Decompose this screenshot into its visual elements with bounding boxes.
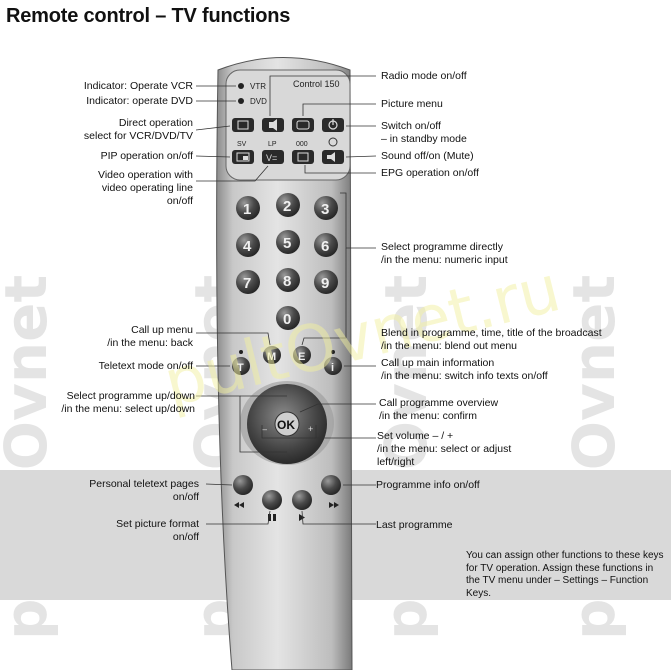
label-programme-info: Programme info on/off xyxy=(376,479,480,491)
digit-keypad: 1 2 3 4 5 6 7 8 9 0 xyxy=(236,193,338,330)
label-pip: PIP operation on/off xyxy=(100,150,193,162)
svg-text:+: + xyxy=(308,424,313,434)
label-video-operation: Video operation with video operating lin… xyxy=(98,169,193,207)
digit-7: 7 xyxy=(243,275,251,292)
last-programme-key xyxy=(292,490,312,510)
video-button xyxy=(262,150,284,164)
digit-4: 4 xyxy=(243,238,252,255)
label-main-information: Call up main information /in the menu: s… xyxy=(381,357,548,382)
e-key: E xyxy=(298,351,305,363)
digit-6: 6 xyxy=(321,238,329,255)
indicator-dvd-label: DVD xyxy=(250,97,267,106)
label-switch-onoff: Switch on/off – in standby mode xyxy=(381,120,467,145)
label-programme-updown: Select programme up/down /in the menu: s… xyxy=(61,390,195,415)
digit-2: 2 xyxy=(283,198,291,215)
lp-label: LP xyxy=(268,141,277,148)
label-set-volume: Set volume – / + /in the menu: select or… xyxy=(377,430,512,468)
sv-label: SV xyxy=(237,141,247,148)
menu-key: M xyxy=(267,351,276,363)
label-indicator-dvd: Indicator: operate DVD xyxy=(86,95,193,107)
label-blend-in: Blend in programme, time, title of the b… xyxy=(381,327,602,352)
label-picture-menu: Picture menu xyxy=(381,98,443,110)
label-personal-teletext: Personal teletext pages on/off xyxy=(89,478,199,503)
epg-button xyxy=(292,150,314,164)
label-picture-format: Set picture format on/off xyxy=(116,518,199,543)
personal-teletext-key xyxy=(233,475,253,495)
label-select-programme: Select programme directly /in the menu: … xyxy=(381,241,508,266)
teletext-key: T xyxy=(237,362,244,374)
page-title: Remote control – TV functions xyxy=(6,5,291,27)
ok-key: OK xyxy=(277,418,295,432)
digit-9: 9 xyxy=(321,275,329,292)
label-epg: EPG operation on/off xyxy=(381,167,479,179)
svg-text:–: – xyxy=(262,424,267,434)
ooo-label: 000 xyxy=(296,141,308,148)
label-radio-mode: Radio mode on/off xyxy=(381,70,467,82)
function-keys-note: You can assign other functions to these … xyxy=(466,550,664,599)
video-button-label: V= xyxy=(266,153,277,163)
label-programme-overview: Call programme overview /in the menu: co… xyxy=(379,397,499,422)
digit-5: 5 xyxy=(283,235,291,252)
label-direct-operation: Direct operation select for VCR/DVD/TV xyxy=(83,117,193,142)
digit-3: 3 xyxy=(321,201,329,218)
picformat-key xyxy=(262,490,282,510)
digit-1: 1 xyxy=(243,201,251,218)
brand-label: Control 150 xyxy=(293,79,340,89)
programme-info-key xyxy=(321,475,341,495)
indicator-vtr-label: VTR xyxy=(250,82,266,91)
info-key: i xyxy=(331,362,334,374)
picture-menu-button xyxy=(292,118,314,132)
direct-op-button xyxy=(232,118,254,132)
digit-8: 8 xyxy=(283,273,291,290)
label-sound-mute: Sound off/on (Mute) xyxy=(381,150,474,162)
label-teletext: Teletext mode on/off xyxy=(98,360,193,372)
label-call-menu: Call up menu /in the menu: back xyxy=(107,324,193,349)
digit-0: 0 xyxy=(283,311,291,328)
label-indicator-vcr: Indicator: Operate VCR xyxy=(83,80,193,92)
label-last-programme: Last programme xyxy=(376,519,453,531)
